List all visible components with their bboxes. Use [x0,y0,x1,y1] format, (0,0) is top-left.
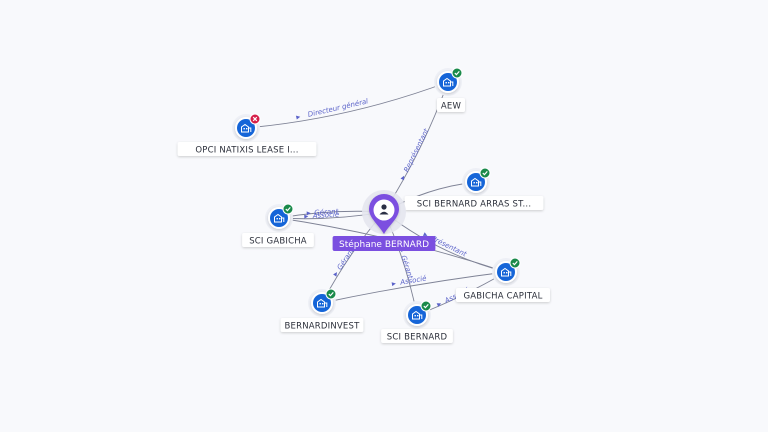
relation-label-text: Directeur général [307,97,369,118]
check-icon [479,167,491,179]
company-node-gabicha_capital[interactable] [492,257,521,286]
person-label-background [332,236,436,251]
arrow-icon [422,232,428,236]
company-label[interactable]: GABICHA CAPITAL [456,288,550,302]
arrow-icon [304,214,309,219]
arrow-icon [333,272,338,277]
company-node-gabicha[interactable] [265,203,294,232]
relation-label: Gérant [333,247,356,277]
building-icon [443,77,454,87]
relation-label-text: Représentant [402,127,430,173]
company-node-bernardinvest[interactable] [308,288,337,317]
company-node-opci[interactable] [232,113,261,142]
company-label[interactable]: BERNARDINVEST [280,318,364,332]
company-label[interactable]: SCI BERNARD [381,329,453,343]
central-person-node[interactable]: Stéphane BERNARD [332,190,436,251]
arrow-icon [391,282,396,287]
label-background [280,318,364,332]
check-icon [451,67,463,79]
relation-label-text: Associé [312,211,341,221]
relation-label-text: Gérant [314,208,339,217]
person-name: Stéphane BERNARD [339,239,429,250]
company-node-sci_bernard[interactable] [403,300,432,329]
relation-label: Représentant [400,127,431,181]
company-label[interactable]: SCI GABICHA [242,233,314,247]
check-icon [282,203,294,215]
person-avatar [373,199,395,221]
company-label[interactable]: SCI BERNARD ARRAS ST... [404,196,544,210]
relation-edge [245,81,449,129]
building-icon [274,213,285,223]
label-background [381,329,453,343]
person-icon [379,204,389,215]
label-background [242,233,314,247]
company-label[interactable]: OPCI NATIXIS LEASE I... [177,142,317,156]
check-icon [325,288,337,300]
company-node-aew[interactable] [434,67,463,96]
building-icon [241,123,252,133]
relation-label: Gérant [306,208,339,217]
company-name: SCI GABICHA [249,237,307,247]
check-icon [509,257,521,269]
relation-label: Associé [304,211,341,221]
building-icon [412,310,423,320]
building-icon [471,177,482,187]
company-node-arras[interactable] [462,167,491,196]
label-background [456,288,550,302]
company-name: OPCI NATIXIS LEASE I... [195,146,298,156]
arrow-icon [436,303,442,307]
arrow-icon [295,115,301,120]
company-name: SCI BERNARD [387,333,448,343]
company-name: BERNARDINVEST [285,322,361,332]
label-background [437,98,465,112]
check-icon [420,300,432,312]
label-background [404,196,544,210]
relation-label-text: Associé [399,274,428,287]
building-icon [317,298,328,308]
arrow-icon [306,211,311,216]
company-nodes: AEW OPCI NATIXIS LEASE I... SCI BERNARD AR… [177,67,550,343]
company-name: GABICHA CAPITAL [463,292,542,302]
company-name: SCI BERNARD ARRAS ST... [417,200,531,210]
company-label[interactable]: AEW [437,98,465,112]
company-name: AEW [441,102,462,112]
arrow-icon [400,175,405,181]
close-icon [249,113,261,125]
person-name-label[interactable]: Stéphane BERNARD [332,236,436,251]
label-background [177,142,317,156]
relation-edge [321,271,507,304]
building-icon [501,267,512,277]
